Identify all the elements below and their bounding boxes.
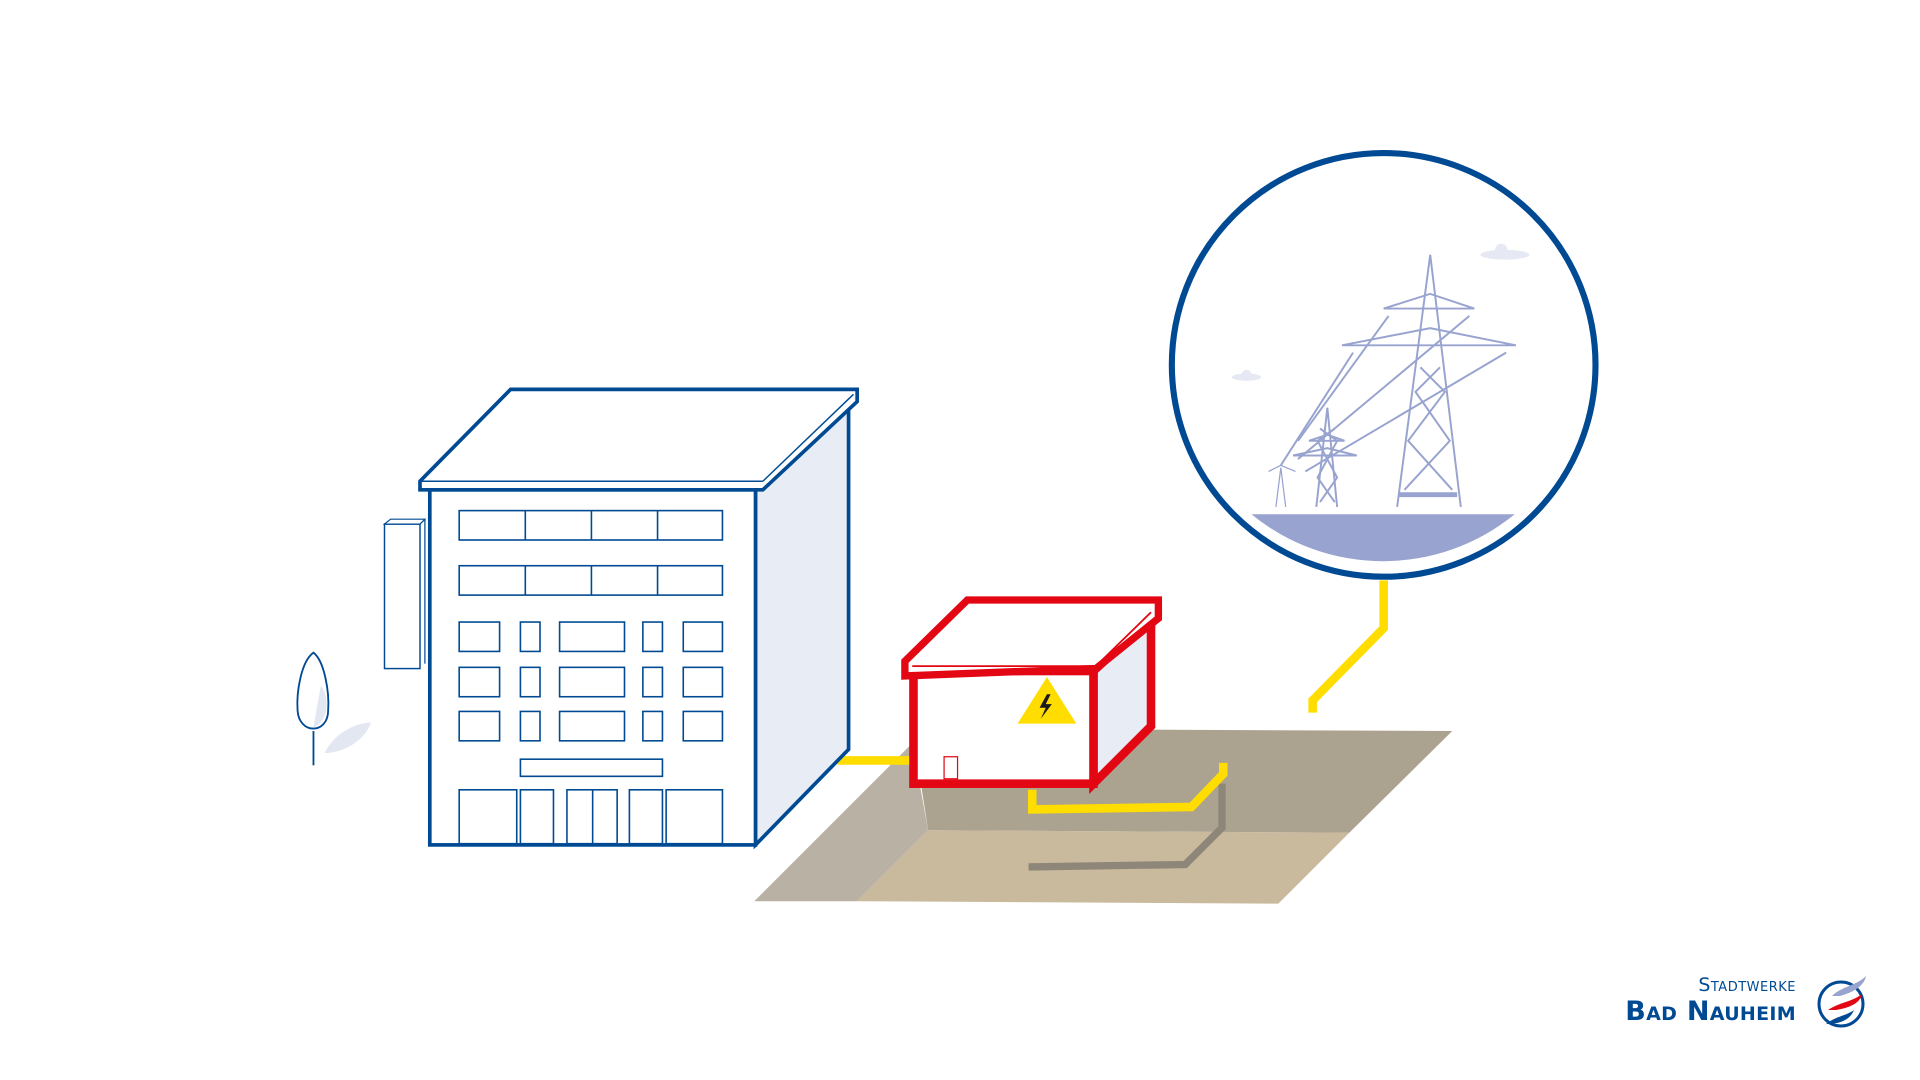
power-grid-inset	[1168, 150, 1599, 580]
power-pylon-icon	[1268, 254, 1517, 508]
apartment-building	[382, 387, 859, 850]
high-voltage-warning-icon	[1017, 677, 1077, 724]
tree-icon	[296, 651, 372, 766]
power-cables	[837, 580, 1388, 814]
transformer-substation	[901, 596, 1163, 795]
logo-emblem-icon	[1817, 976, 1866, 1028]
stadtwerke-bad-nauheim-logo: Stadtwerke Bad Nauheim	[1612, 972, 1872, 1032]
logo-line2: Bad Nauheim	[1625, 996, 1796, 1027]
logo-line1: Stadtwerke	[1698, 974, 1796, 996]
